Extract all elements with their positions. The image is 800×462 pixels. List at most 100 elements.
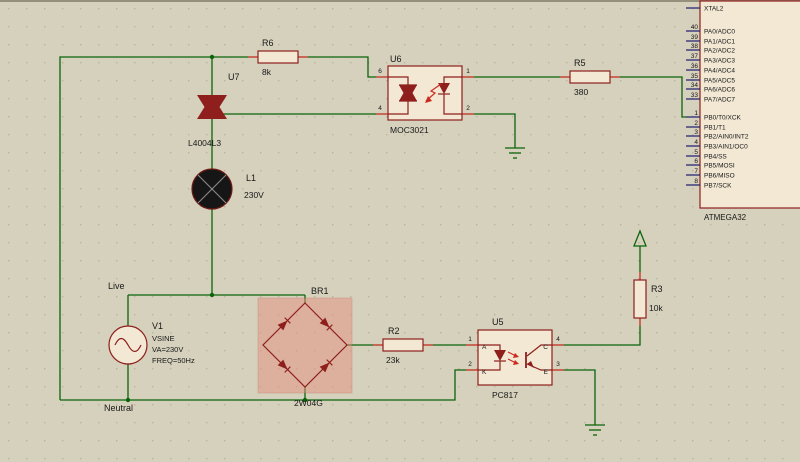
u5-pin4-number: 4: [556, 336, 560, 343]
pin-number: 4: [694, 139, 698, 146]
pin-name: PB7/SCK: [704, 183, 732, 190]
source-v1[interactable]: V1 VSINE VA=230V FREQ=50Hz: [108, 321, 195, 365]
selection-highlight: [257, 297, 353, 394]
pin-number: 7: [694, 168, 698, 175]
resistor-r3[interactable]: R3 10k: [633, 272, 663, 326]
pin-number: 5: [694, 149, 698, 156]
wire-junction: [125, 397, 131, 403]
mcu-pin-pa7[interactable]: 33 PA7/ADC7: [686, 92, 735, 104]
pin-name: PB3/AIN1/OC0: [704, 144, 748, 151]
optotriac-u6[interactable]: 6 4 1 2 U6 MOC3021: [376, 54, 474, 135]
v1-value-label: VSINE: [152, 334, 175, 343]
u5-internal-graphics: [478, 344, 552, 371]
mcu-pin-pb4[interactable]: 5 PB4/SS: [686, 149, 727, 161]
l1-ref-label: L1: [246, 173, 256, 183]
pin-number: 2: [694, 120, 698, 127]
u5-pin3-number: 3: [556, 361, 560, 368]
ground-symbol-u5[interactable]: [585, 424, 605, 436]
u6-value-label: MOC3021: [390, 125, 429, 135]
mcu-pin-pa2[interactable]: 38 PA2/ADC2: [686, 43, 735, 55]
pin-number: 38: [691, 43, 699, 50]
triac-u7[interactable]: U7 L4004L3: [188, 72, 240, 148]
mcu-pin-pa4[interactable]: 36 PA4/ADC4: [686, 63, 735, 75]
pin-number: 33: [691, 92, 699, 99]
u7-value-label: L4004L3: [188, 138, 221, 148]
wire-r5-to-mcu[interactable]: [620, 76, 686, 118]
pin-number: 39: [691, 34, 699, 41]
mcu-pin-pb1[interactable]: 2 PB1/T1: [686, 120, 726, 132]
r3-value-label: 10k: [649, 303, 663, 313]
mcu-pin-pb6[interactable]: 7 PB6/MISO: [686, 168, 735, 180]
mcu-pin-pb7[interactable]: 8 PB7/SCK: [686, 178, 732, 190]
mcu-pin-pa3[interactable]: 37 PA3/ADC3: [686, 53, 735, 65]
mcu-pin-xtal2[interactable]: XTAL2: [686, 6, 724, 13]
br1-diode: [319, 359, 333, 373]
pin-name: PA0/ADC0: [704, 29, 735, 36]
u5-collector-letter: C: [543, 344, 548, 351]
pin-name: XTAL2: [704, 6, 724, 13]
resistor-r6[interactable]: R6 8k: [248, 38, 308, 77]
pin-name: PB4/SS: [704, 154, 727, 161]
l1-value-label: 230V: [244, 190, 264, 200]
r5-value-label: 380: [574, 87, 588, 97]
r6-value-label: 8k: [262, 67, 272, 77]
u6-pin4-number: 4: [378, 105, 382, 112]
resistor-r5[interactable]: R5 380: [560, 58, 620, 97]
wire-junction: [209, 54, 215, 60]
u5-anode-letter: A: [482, 344, 487, 351]
pin-number: 37: [691, 53, 699, 60]
wires: [59, 56, 686, 425]
u5-ref-label: U5: [492, 317, 504, 327]
wire-u5-to-ground[interactable]: [564, 369, 596, 425]
br1-ref-label: BR1: [311, 286, 329, 296]
pin-number: 3: [694, 129, 698, 136]
v1-freq-label: FREQ=50Hz: [152, 356, 195, 365]
mcu-pin-pb2[interactable]: 3 PB2/AIN0/INT2: [686, 129, 749, 141]
mcu-pin-pa0[interactable]: 40 PA0/ADC0: [686, 24, 735, 36]
u7-ref-label: U7: [228, 72, 240, 82]
wire-u6-to-ground[interactable]: [474, 113, 516, 148]
bridge-br1[interactable]: BR1 2W04G: [257, 286, 353, 408]
u5-pin2-number: 2: [468, 361, 472, 368]
r3-ref-label: R3: [651, 284, 663, 294]
wire-mains-top[interactable]: [59, 56, 248, 400]
pin-name: PA6/ADC6: [704, 87, 735, 94]
ground-symbol-u6[interactable]: [505, 147, 525, 159]
pin-number: 34: [691, 82, 699, 89]
resistor-r2[interactable]: R2 23k: [373, 326, 433, 365]
mcu-pin-pa1[interactable]: 39 PA1/ADC1: [686, 34, 735, 46]
pin-name: PB1/T1: [704, 125, 726, 132]
mcu-pin-pb0[interactable]: 1 PB0/T0/XCK: [686, 110, 742, 122]
wire-junction: [302, 397, 308, 403]
pin-name: PA3/ADC3: [704, 58, 735, 65]
wire-r6-to-u6[interactable]: [308, 56, 376, 78]
mcu-atmega32[interactable]: ATMEGA32 XTAL2 40 PA0/ADC0 39 PA1/ADC1 3…: [686, 0, 800, 222]
power-terminal-arrow[interactable]: [633, 229, 647, 247]
r2-value-label: 23k: [386, 355, 400, 365]
r6-ref-label: R6: [262, 38, 274, 48]
pin-name: PB6/MISO: [704, 173, 735, 180]
r5-ref-label: R5: [574, 58, 586, 68]
net-label-neutral: Neutral: [104, 403, 133, 413]
r2-ref-label: R2: [388, 326, 400, 336]
pin-number: 6: [694, 158, 698, 165]
pin-number: 8: [694, 178, 698, 185]
br1-value-label: 2W04G: [294, 398, 323, 408]
pin-name: PA2/ADC2: [704, 48, 735, 55]
u6-pin6-number: 6: [378, 68, 382, 75]
lamp-l1[interactable]: L1 230V: [191, 168, 264, 210]
sheet-edge: [0, 0, 800, 2]
mcu-pin-pa6[interactable]: 34 PA6/ADC6: [686, 82, 735, 94]
pin-number: 35: [691, 73, 699, 80]
mcu-pin-pb3[interactable]: 4 PB3/AIN1/OC0: [686, 139, 748, 151]
optocoupler-u5[interactable]: 1 2 4 3 A K C E U5 PC817: [466, 317, 564, 400]
v1-ref-label: V1: [152, 321, 163, 331]
wire-u5-to-r3[interactable]: [564, 326, 641, 346]
pin-name: PA1/ADC1: [704, 39, 735, 46]
wire-junctions: [125, 54, 308, 403]
mcu-pin-pb5[interactable]: 6 PB5/MOSI: [686, 158, 735, 170]
mcu-pin-pa5[interactable]: 35 PA5/ADC5: [686, 73, 735, 85]
u5-pin1-number: 1: [468, 336, 472, 343]
u5-cathode-letter: K: [482, 369, 487, 376]
wire-neutral[interactable]: [60, 369, 466, 401]
